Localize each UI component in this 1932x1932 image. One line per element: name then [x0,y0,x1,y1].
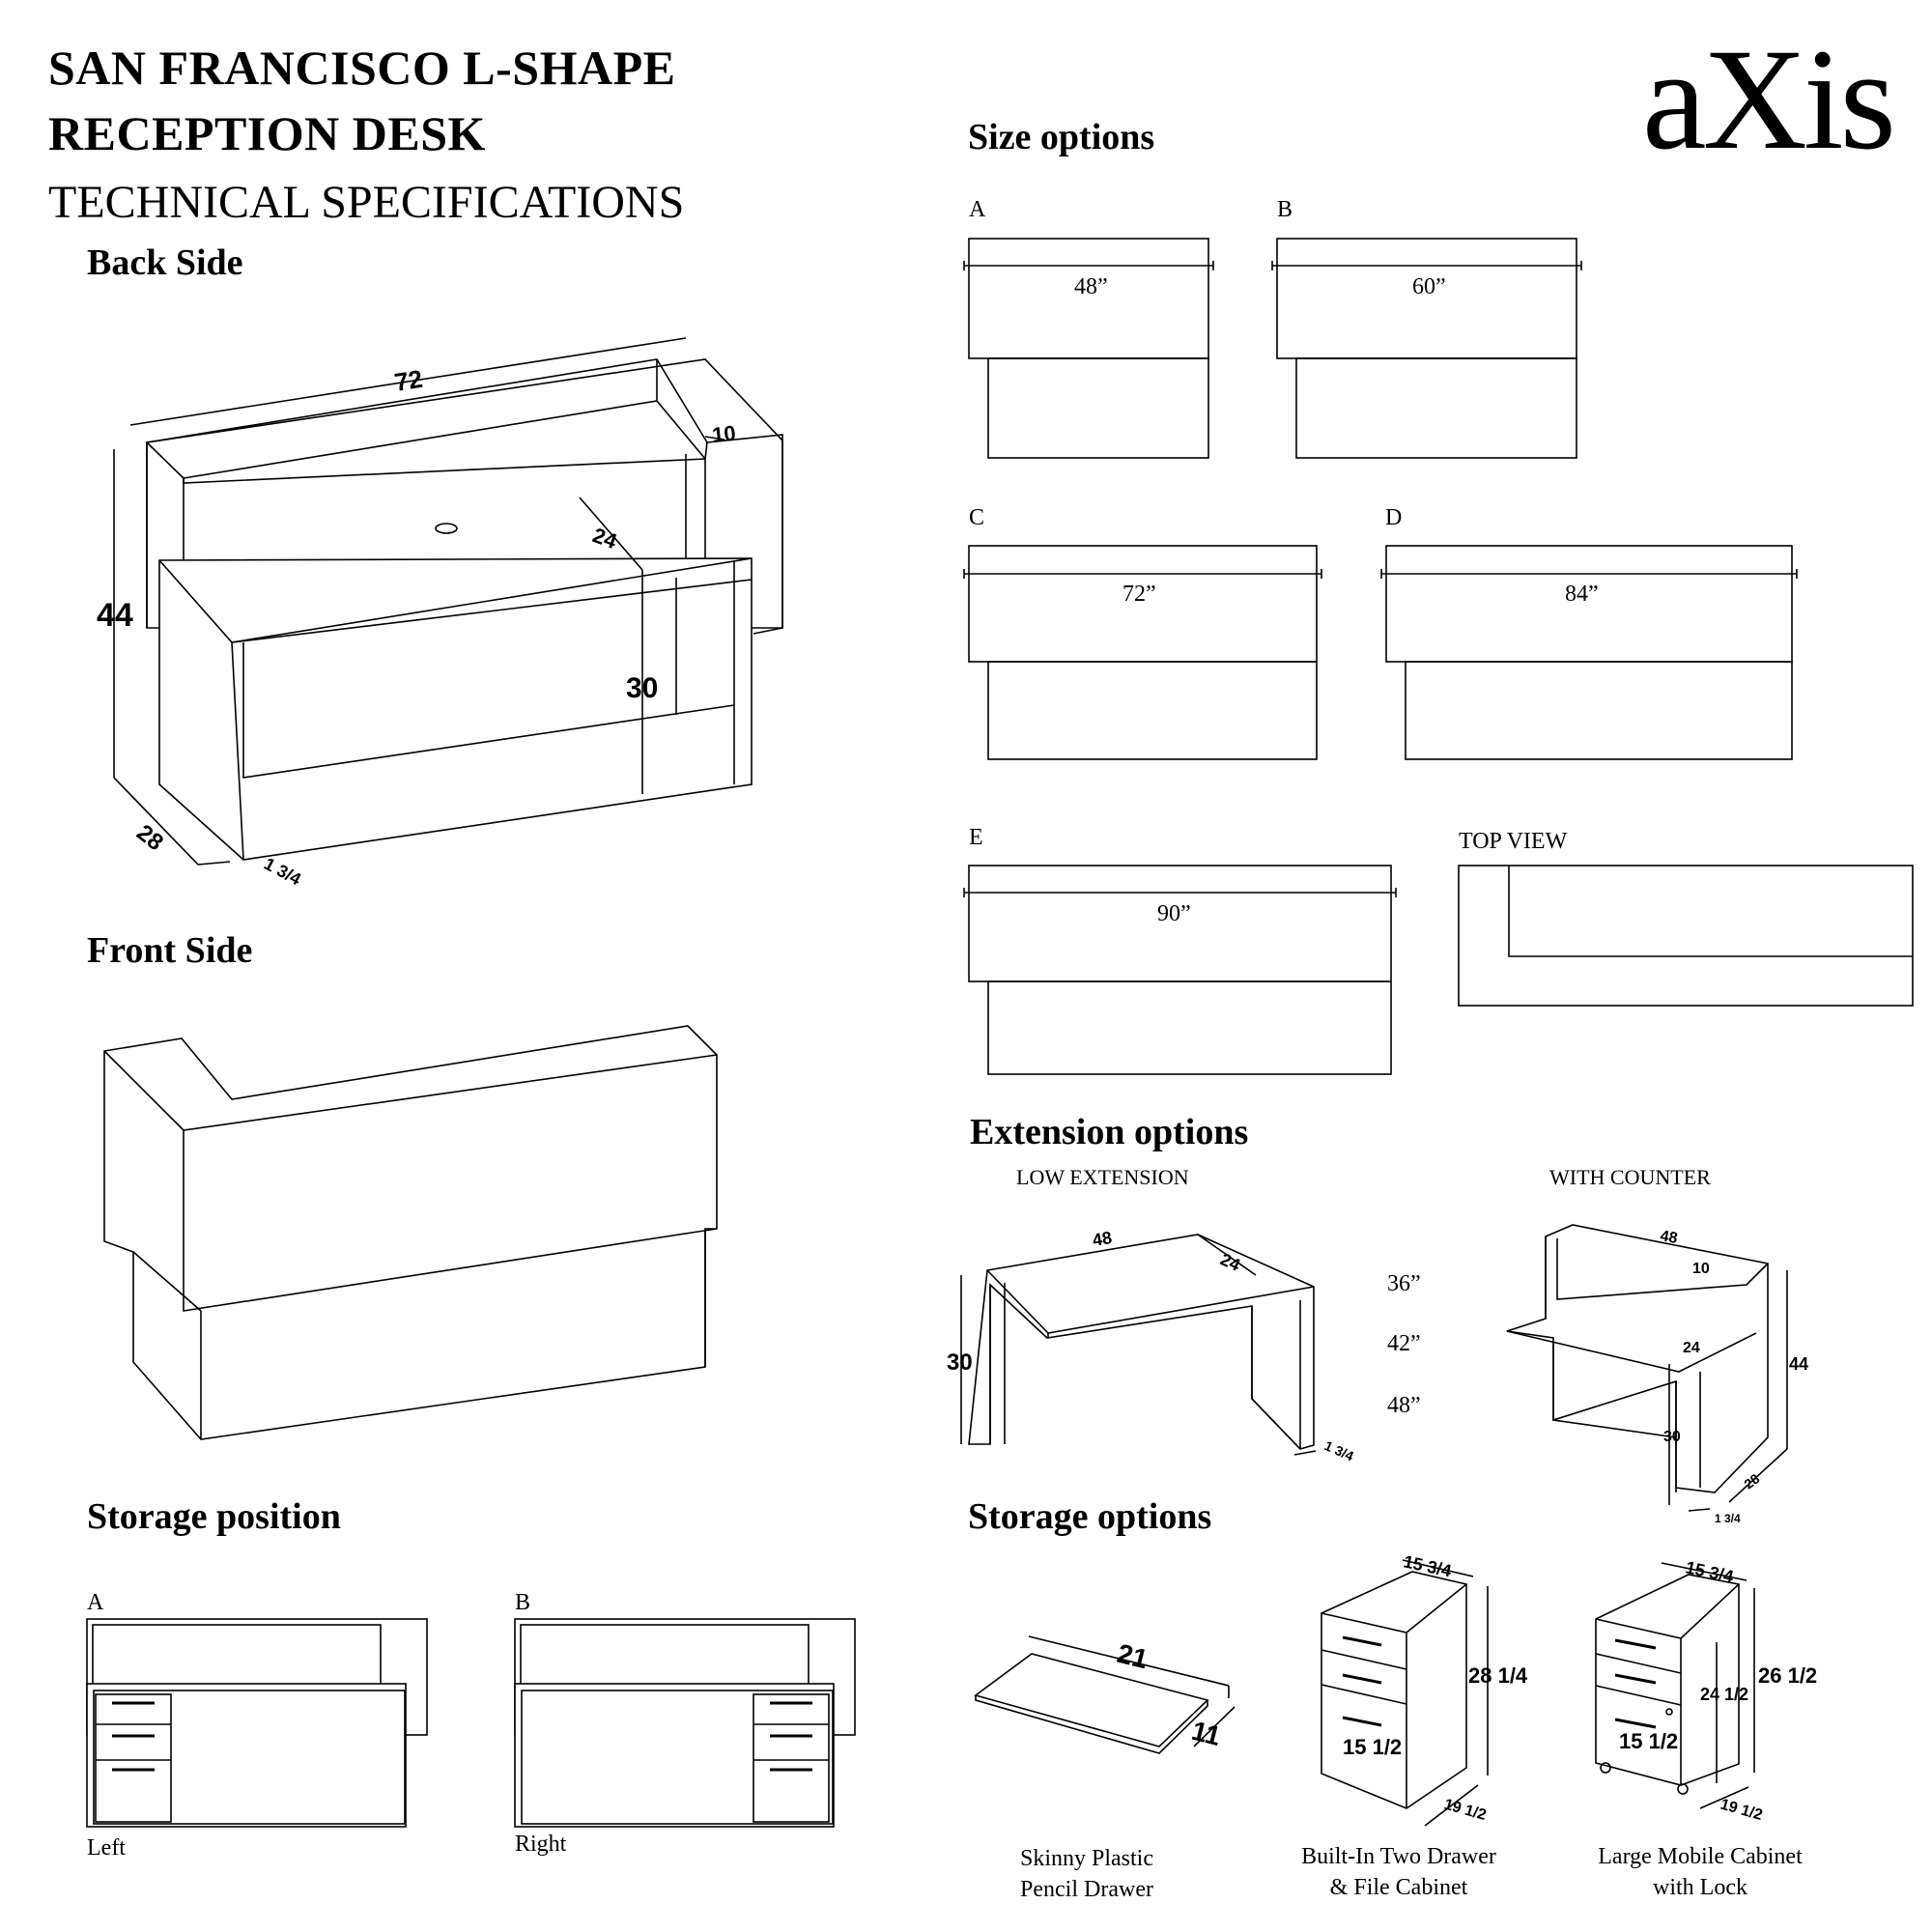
svg-text:24 1/2: 24 1/2 [1700,1685,1748,1704]
svg-text:24: 24 [1683,1340,1700,1356]
pencil-drawer-dimension-labels: 21 11 [1115,1638,1224,1751]
storage-option-pencil-drawer-caption: Skinny Plastic Pencil Drawer [1019,1846,1153,1902]
size-option-letter-a: A [969,197,986,222]
page-title: SAN FRANCISCO L-SHAPE RECEPTION DESK [48,41,676,160]
svg-text:1 3/4: 1 3/4 [1322,1437,1356,1463]
size-option-e-drawing [963,865,1397,1075]
with-counter-label: WITH COUNTER [1549,1165,1711,1189]
storage-position-letter-a: A [87,1590,104,1615]
storage-position-b-drawing [514,1618,856,1828]
svg-text:30: 30 [626,672,658,704]
back-side-heading: Back Side [87,242,243,283]
size-option-letter-e: E [969,825,983,850]
storage-position-letter-b: B [515,1590,531,1615]
storage-position-heading: Storage position [87,1496,341,1537]
front-side-drawing [103,1025,718,1440]
svg-text:28: 28 [131,819,168,856]
extension-length-42: 42” [1387,1331,1421,1356]
svg-text:1 3/4: 1 3/4 [1715,1512,1741,1525]
svg-text:30: 30 [1663,1429,1681,1445]
svg-text:15 1/2: 15 1/2 [1619,1729,1678,1753]
svg-text:30: 30 [947,1350,973,1376]
low-extension-label: LOW EXTENSION [1016,1165,1189,1189]
size-option-b-value: 60” [1412,274,1446,299]
top-view-drawing [1458,865,1914,1007]
mobile-cabinet-drawing [1595,1562,1755,1809]
low-extension-drawing [960,1234,1317,1456]
size-options-heading: Size options [968,117,1155,157]
svg-text:15 1/2: 15 1/2 [1343,1735,1402,1759]
svg-text:44: 44 [97,597,133,634]
svg-text:26 1/2: 26 1/2 [1758,1663,1817,1688]
size-option-letter-d: D [1385,505,1403,530]
pencil-drawer-drawing [974,1635,1236,1754]
size-option-d-value: 84” [1565,582,1599,607]
file-cabinet-drawing [1321,1559,1489,1827]
extension-length-36: 36” [1387,1271,1421,1296]
size-option-b-drawing [1271,238,1582,459]
top-view-label: TOP VIEW [1459,829,1568,854]
svg-text:10: 10 [711,421,737,447]
svg-text:10: 10 [1692,1261,1710,1277]
with-counter-drawing [1506,1224,1788,1512]
storage-position-caption-left: Left [87,1835,126,1861]
size-option-c-value: 72” [1122,582,1156,607]
size-option-a-drawing [963,238,1214,459]
storage-options-heading: Storage options [968,1496,1212,1537]
page-subtitle: TECHNICAL SPECIFICATIONS [48,177,685,228]
front-side-heading: Front Side [87,930,253,971]
back-side-drawing [113,337,783,866]
svg-text:19 1/2: 19 1/2 [1719,1797,1765,1825]
svg-text:48: 48 [1091,1228,1113,1250]
svg-text:21: 21 [1115,1638,1151,1675]
svg-text:28 1/4: 28 1/4 [1468,1663,1528,1688]
axis-logo: aXis [1642,19,1896,180]
size-option-letter-c: C [969,505,985,530]
size-option-letter-b: B [1277,197,1293,222]
storage-position-a-drawing [86,1618,428,1828]
svg-text:44: 44 [1789,1354,1808,1374]
svg-text:11: 11 [1189,1716,1224,1751]
extension-length-48: 48” [1387,1393,1421,1418]
size-option-d-drawing [1380,545,1798,760]
extension-options-heading: Extension options [970,1112,1249,1152]
size-option-a-value: 48” [1074,274,1108,299]
storage-position-caption-right: Right [515,1832,567,1857]
svg-text:48: 48 [1659,1228,1679,1247]
storage-option-file-cabinet-caption: Built-In Two Drawer & File Cabinet [1301,1844,1496,1900]
svg-text:19 1/2: 19 1/2 [1442,1797,1489,1825]
size-option-e-value: 90” [1157,901,1191,926]
storage-option-mobile-cabinet-caption: Large Mobile Cabinet with Lock [1598,1844,1803,1900]
svg-text:72: 72 [392,364,424,397]
size-option-c-drawing [963,545,1322,760]
svg-text:1 3/4: 1 3/4 [261,854,304,889]
